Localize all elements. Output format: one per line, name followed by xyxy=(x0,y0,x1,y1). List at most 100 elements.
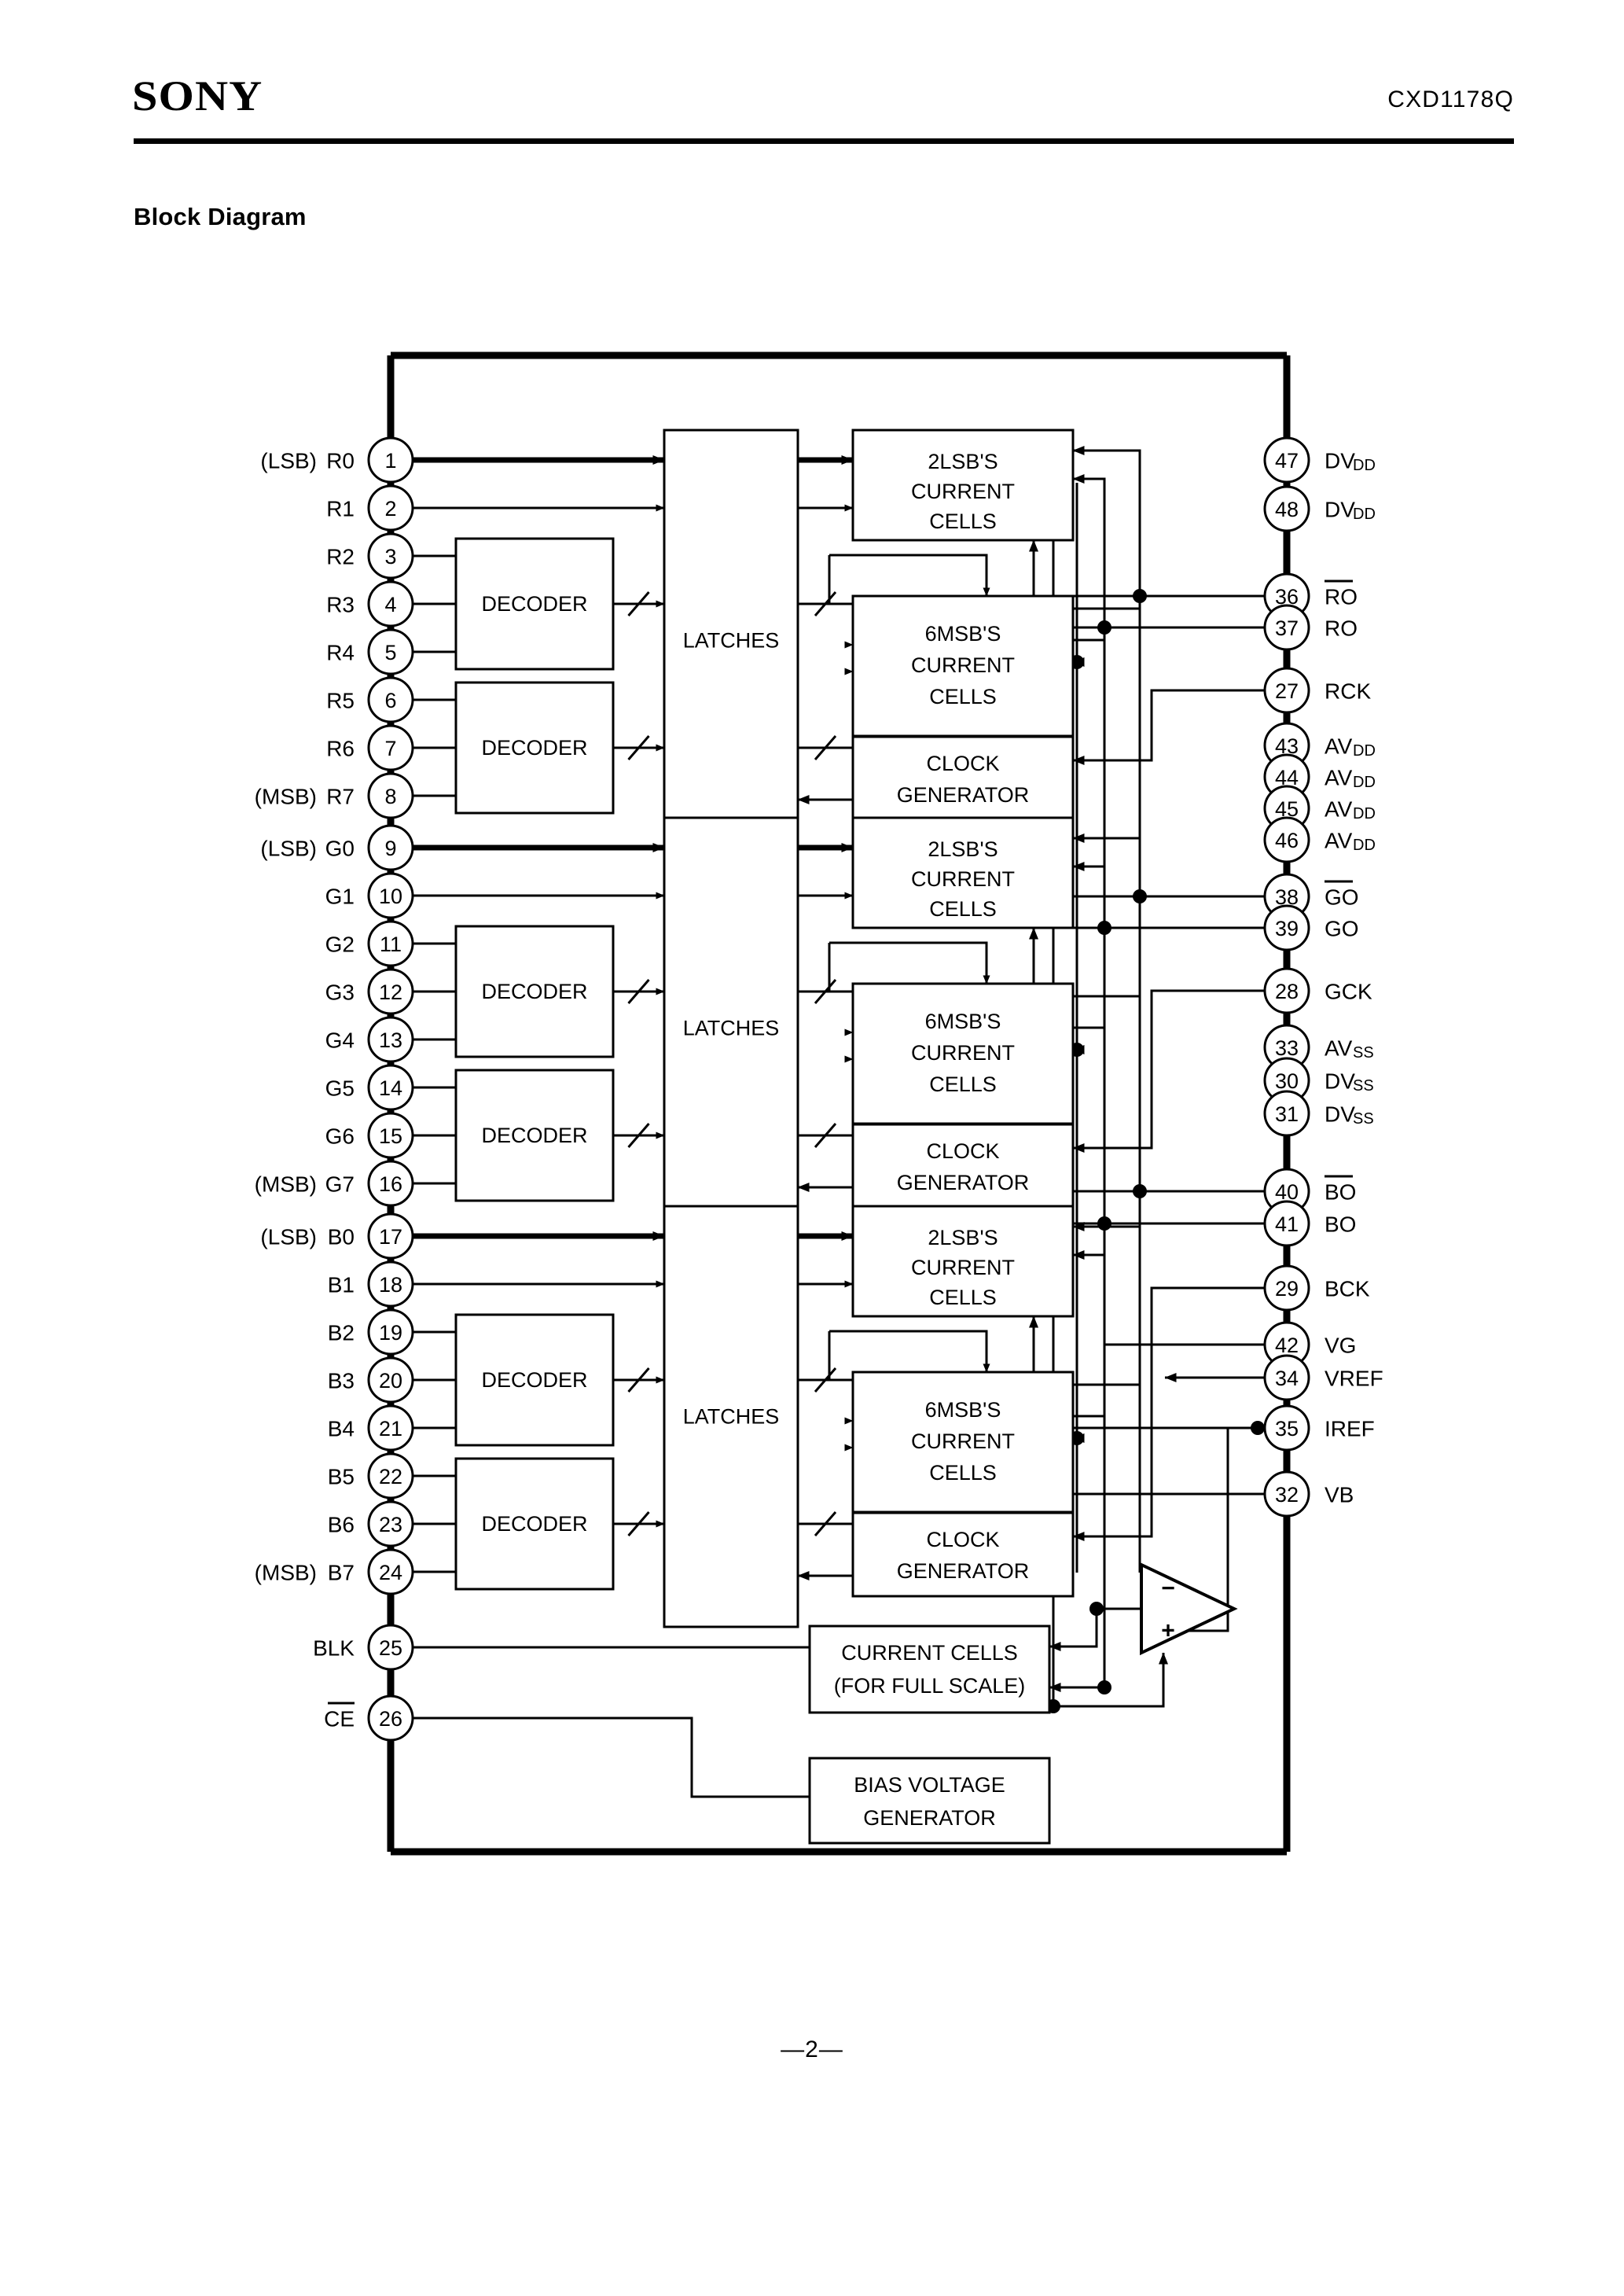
svg-text:−: − xyxy=(1161,1576,1175,1602)
pin-label: BO xyxy=(1325,1180,1356,1205)
svg-text:6MSB'S: 6MSB'S xyxy=(925,622,1001,646)
pin-number: 8 xyxy=(384,785,396,808)
pin-label: AV xyxy=(1325,766,1353,790)
pin-label: BCK xyxy=(1325,1277,1370,1301)
page-number: —2— xyxy=(781,2037,843,2062)
pin-label: VB xyxy=(1325,1483,1354,1507)
pin-label: G6 xyxy=(325,1124,355,1149)
pin-label: R4 xyxy=(326,641,355,665)
svg-text:DECODER: DECODER xyxy=(481,1512,587,1536)
pin-label: GCK xyxy=(1325,980,1372,1004)
pin-number: 9 xyxy=(384,837,396,860)
svg-text:CURRENT: CURRENT xyxy=(911,653,1015,677)
pin-circle[interactable] xyxy=(1263,667,1310,714)
pin-label: G3 xyxy=(325,981,355,1005)
svg-text:CLOCK: CLOCK xyxy=(926,752,999,775)
pin-circle[interactable] xyxy=(1263,1264,1310,1312)
pin-number: 29 xyxy=(1275,1277,1299,1301)
svg-text:DECODER: DECODER xyxy=(481,592,587,616)
pin-label: DV xyxy=(1325,498,1355,522)
svg-text:2LSB'S: 2LSB'S xyxy=(928,837,998,861)
svg-text:BIAS VOLTAGE: BIAS VOLTAGE xyxy=(854,1773,1005,1797)
svg-text:CLOCK: CLOCK xyxy=(926,1528,999,1551)
svg-text:CELLS: CELLS xyxy=(929,1286,997,1309)
svg-text:CELLS: CELLS xyxy=(929,1073,997,1096)
pin-number: 6 xyxy=(384,689,396,712)
pin-circle[interactable] xyxy=(1263,904,1310,951)
pin-number: 16 xyxy=(379,1172,402,1196)
svg-text:6MSB'S: 6MSB'S xyxy=(925,1010,1001,1033)
pin-circle[interactable] xyxy=(1263,436,1310,484)
pin-number: 33 xyxy=(1275,1036,1299,1060)
pin-number: 42 xyxy=(1275,1334,1299,1357)
svg-text:GENERATOR: GENERATOR xyxy=(897,1171,1030,1194)
block-diagram-svg: DECODER DECODER LATCHES 2LSB'S CURRENT CELLS 6… xyxy=(255,351,1383,1856)
pin-label: CE xyxy=(324,1707,355,1731)
pin-label: B3 xyxy=(328,1369,355,1393)
pin-number: 14 xyxy=(379,1076,402,1100)
pin-prefix: (LSB) xyxy=(260,1225,317,1249)
pin-circle[interactable] xyxy=(1263,1200,1310,1247)
pin-number: 15 xyxy=(379,1124,402,1148)
pin-number: 39 xyxy=(1275,917,1299,940)
pin-number: 17 xyxy=(379,1225,402,1249)
pin-circle[interactable] xyxy=(1263,1090,1310,1137)
pin-circle[interactable] xyxy=(1263,1470,1310,1518)
pin-number: 12 xyxy=(379,981,402,1004)
pin-number: 40 xyxy=(1275,1180,1299,1204)
pin-label-subscript: DD xyxy=(1353,774,1376,791)
page-header: SONY CXD1178Q xyxy=(0,0,1624,169)
pin-number: 27 xyxy=(1275,679,1299,703)
pin-number: 31 xyxy=(1275,1102,1299,1126)
svg-text:CURRENT: CURRENT xyxy=(911,867,1015,891)
svg-text:DECODER: DECODER xyxy=(481,736,587,760)
pin-label-subscript: DD xyxy=(1353,805,1376,822)
pin-number: 13 xyxy=(379,1028,402,1052)
pin-label: G5 xyxy=(325,1076,355,1101)
pin-label-subscript: DD xyxy=(1353,742,1376,760)
pin-circle[interactable] xyxy=(1263,816,1310,863)
pin-label: B1 xyxy=(328,1273,355,1297)
pin-number: 11 xyxy=(380,933,402,956)
pin-label: AV xyxy=(1325,734,1353,759)
function-blocks: DECODER DECODER LATCHES 2LSB'S CURRENT CELLS 6… xyxy=(454,429,1238,1845)
pin-label: VREF xyxy=(1325,1367,1383,1391)
pin-label: G1 xyxy=(325,885,355,909)
pin-label: VG xyxy=(1325,1334,1356,1358)
svg-text:LATCHES: LATCHES xyxy=(683,1017,780,1040)
pin-prefix: (MSB) xyxy=(255,1561,317,1585)
pin-label: IREF xyxy=(1325,1417,1375,1441)
pin-number: 28 xyxy=(1275,980,1299,1003)
pin-label: AV xyxy=(1325,1036,1353,1061)
pin-label: R6 xyxy=(326,737,355,761)
pin-number: 10 xyxy=(379,885,402,908)
pin-label: B5 xyxy=(328,1465,355,1489)
pin-circles: 1234567891011121314151617181920212223242… xyxy=(367,436,1310,1742)
pin-circle[interactable] xyxy=(1263,1354,1310,1401)
pin-circle[interactable] xyxy=(1263,1404,1310,1452)
pin-number: 48 xyxy=(1275,498,1299,521)
pin-label: GO xyxy=(1325,917,1359,941)
block-diagram: DECODER DECODER LATCHES 2LSB'S CURRENT CELLS 6… xyxy=(0,299,1624,1989)
svg-text:+: + xyxy=(1161,1618,1175,1644)
svg-text:CURRENT: CURRENT xyxy=(911,480,1015,503)
pin-number: 1 xyxy=(384,449,396,473)
svg-text:CURRENT CELLS: CURRENT CELLS xyxy=(841,1641,1018,1665)
pin-label: GO xyxy=(1325,885,1359,910)
svg-text:DECODER: DECODER xyxy=(481,1124,587,1147)
svg-text:CURRENT: CURRENT xyxy=(911,1429,1015,1453)
pin-label: R3 xyxy=(326,593,355,617)
pin-label: DV xyxy=(1325,1102,1355,1127)
pin-number: 32 xyxy=(1275,1483,1299,1507)
svg-text:LATCHES: LATCHES xyxy=(683,629,780,653)
svg-text:2LSB'S: 2LSB'S xyxy=(928,450,998,473)
pin-circle[interactable] xyxy=(1263,967,1310,1014)
pin-label-subscript: SS xyxy=(1353,1044,1374,1062)
pin-circle[interactable] xyxy=(1263,604,1310,651)
pin-number: 41 xyxy=(1275,1212,1299,1236)
pin-label: G2 xyxy=(325,933,355,957)
page-title: Block Diagram xyxy=(134,203,307,230)
pin-number: 30 xyxy=(1275,1069,1299,1093)
pin-circle[interactable] xyxy=(1263,485,1310,532)
